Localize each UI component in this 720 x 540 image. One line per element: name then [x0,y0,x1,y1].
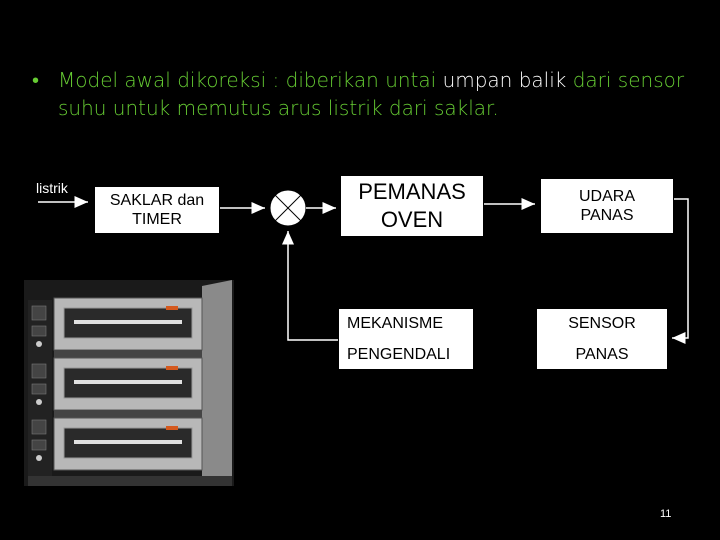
pemanas-oven-block: PEMANAS OVEN [340,175,484,237]
udara-to-sensor-arrow [672,198,689,344]
bullet-point: • Model awal dikoreksi : diberikan untai… [32,66,692,122]
udara-label-line1: UDARA [578,188,635,205]
deck-oven-image [24,280,234,486]
mekanisme-label-line1: MEKANISME [347,315,444,332]
page-number: 11 [660,508,672,520]
udara-label-line2: PANAS [580,207,634,224]
saklar-label-line2: TIMER [132,211,182,228]
summing-junction-icon [269,189,307,227]
saklar-timer-block: SAKLAR dan TIMER [94,186,220,234]
sensor-label-line2: PANAS [575,346,629,363]
pemanas-label-line2: OVEN [380,207,444,232]
bullet-text-part1: Model awal dikoreksi : diberikan untai [58,68,443,92]
saklar-label-line1: SAKLAR dan [109,192,205,209]
bullet-text: Model awal dikoreksi : diberikan untai u… [32,66,692,122]
sensor-label-line1: SENSOR [568,315,636,332]
sensor-panas-block: SENSOR PANAS [536,308,668,370]
mekanisme-label-line2: PENGENDALI [347,346,451,363]
mekanisme-pengendali-block: MEKANISME PENGENDALI [338,308,474,370]
bullet-text-highlight: umpan balik [442,68,567,92]
input-label: listrik [36,180,68,196]
feedback-arrow [282,231,338,341]
pemanas-label-line1: PEMANAS [358,179,466,204]
udara-panas-block: UDARA PANAS [540,178,674,234]
bullet-text-part3: dari sensor suhu untuk memutus arus list… [58,68,685,120]
bullet-dot: • [32,68,40,92]
